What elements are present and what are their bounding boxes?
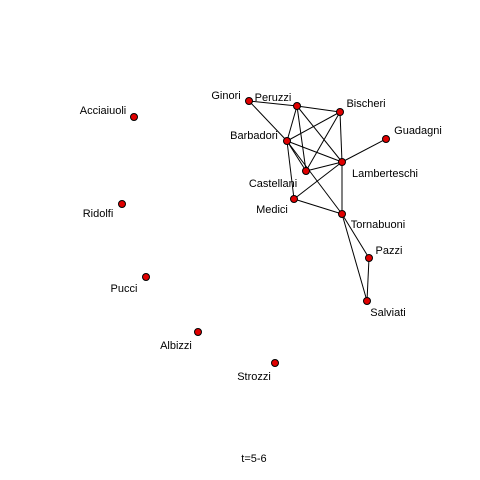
node-label-castellani: Castellani xyxy=(249,178,297,190)
edge-castellani-lamberteschi xyxy=(305,161,343,172)
edge-barbadori-tornabuoni xyxy=(286,140,343,215)
node-pazzi xyxy=(365,254,373,262)
edge-peruzzi-lamberteschi xyxy=(296,105,343,163)
node-ginori xyxy=(245,97,253,105)
node-label-pazzi: Pazzi xyxy=(376,245,403,257)
node-castellani xyxy=(302,167,310,175)
node-strozzi xyxy=(271,359,279,367)
node-peruzzi xyxy=(293,102,301,110)
node-label-pucci: Pucci xyxy=(111,283,138,295)
node-label-peruzzi: Peruzzi xyxy=(255,92,292,104)
node-guadagni xyxy=(382,135,390,143)
edge-pazzi-salviati xyxy=(366,257,370,302)
node-tornabuoni xyxy=(338,210,346,218)
edge-peruzzi-barbadori xyxy=(286,105,298,142)
node-label-acciaiuoli: Acciaiuoli xyxy=(80,105,126,117)
time-caption: t=5-6 xyxy=(241,453,266,465)
node-ridolfi xyxy=(118,200,126,208)
edge-bischeri-lamberteschi xyxy=(339,111,343,163)
node-label-salviati: Salviati xyxy=(370,307,405,319)
node-label-lamberteschi: Lamberteschi xyxy=(352,168,418,180)
node-label-ridolfi: Ridolfi xyxy=(83,208,114,220)
edge-layer xyxy=(248,100,387,302)
edge-medici-lamberteschi xyxy=(293,161,343,200)
edge-peruzzi-bischeri xyxy=(296,105,341,113)
edge-bischeri-castellani xyxy=(305,111,341,172)
node-layer xyxy=(118,97,390,367)
edge-medici-tornabuoni xyxy=(293,198,343,215)
node-medici xyxy=(290,195,298,203)
node-barbadori xyxy=(283,137,291,145)
edge-barbadori-medici xyxy=(286,140,295,200)
node-label-medici: Medici xyxy=(256,204,288,216)
node-albizzi xyxy=(194,328,202,336)
edge-bischeri-barbadori xyxy=(286,111,341,142)
node-label-barbadori: Barbadori xyxy=(230,130,278,142)
edge-tornabuoni-pazzi xyxy=(341,213,370,259)
node-label-guadagni: Guadagni xyxy=(394,125,442,137)
edge-peruzzi-castellani xyxy=(296,105,307,172)
node-label-strozzi: Strozzi xyxy=(237,371,271,383)
node-bischeri xyxy=(336,108,344,116)
edge-tornabuoni-salviati xyxy=(341,213,368,302)
node-label-ginori: Ginori xyxy=(211,90,240,102)
node-pucci xyxy=(142,273,150,281)
node-salviati xyxy=(363,297,371,305)
edge-barbadori-lamberteschi xyxy=(286,140,343,163)
edge-ginori-barbadori xyxy=(248,100,288,142)
node-lamberteschi xyxy=(338,158,346,166)
node-label-bischeri: Bischeri xyxy=(346,98,385,110)
node-acciaiuoli xyxy=(130,113,138,121)
node-label-albizzi: Albizzi xyxy=(160,340,192,352)
edge-ginori-peruzzi xyxy=(248,100,298,107)
edge-guadagni-lamberteschi xyxy=(341,138,387,163)
node-label-tornabuoni: Tornabuoni xyxy=(351,219,405,231)
